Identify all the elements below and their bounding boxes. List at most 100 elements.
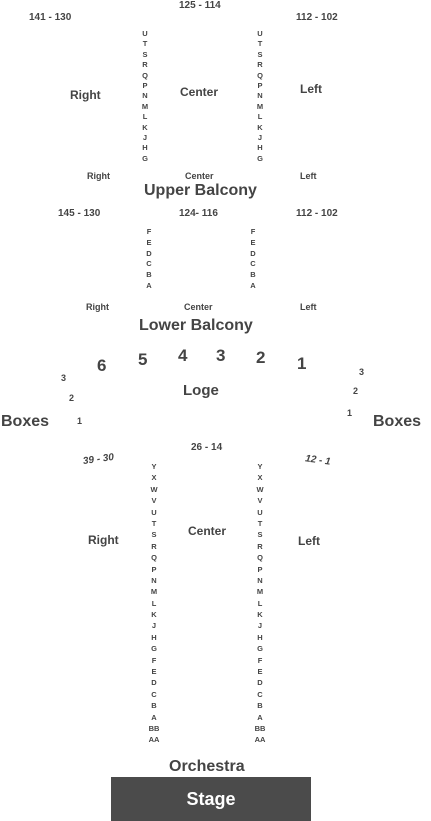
seat-row-label: BB xyxy=(148,723,160,733)
seat-row-label: U xyxy=(257,29,263,38)
box-right-3: 3 xyxy=(359,367,365,377)
seat-row-label: W xyxy=(150,484,158,494)
upper-range-right: 141 - 130 xyxy=(29,12,72,23)
loge-title: Loge xyxy=(183,382,219,399)
seat-row-label: H xyxy=(257,632,263,642)
seat-row-label: H xyxy=(257,143,263,153)
seat-row-label: U xyxy=(151,507,157,517)
seat-row-label: N xyxy=(257,91,263,101)
box-right-2: 2 xyxy=(353,386,359,396)
seat-row-label: L xyxy=(257,598,263,608)
seat-row-label: N xyxy=(257,575,263,585)
lower-range-left: 112 - 102 xyxy=(296,208,338,219)
orchestra-left-label: Left xyxy=(298,534,320,548)
seat-row-label: AA xyxy=(148,735,160,745)
seat-row-label: C xyxy=(146,259,152,269)
box-left-2: 2 xyxy=(69,393,75,403)
seat-row-label: F xyxy=(250,227,256,236)
box-left-1: 1 xyxy=(77,416,83,426)
boxes-left-label: Boxes xyxy=(1,413,50,430)
seat-row-label: P xyxy=(151,564,157,574)
seat-row-label: M xyxy=(256,587,264,597)
boxes-right-label: Boxes xyxy=(373,413,422,430)
seat-row-label: F xyxy=(257,655,263,665)
lower-range-right: 145 - 130 xyxy=(58,208,101,219)
seat-row-label: T xyxy=(257,518,263,528)
seat-row-label: A xyxy=(146,280,152,290)
seat-row-label: K xyxy=(257,122,263,132)
seat-row-label: M xyxy=(141,101,149,111)
orchestra-center-label: Center xyxy=(188,524,227,538)
upper-range-center: 125 - 114 xyxy=(179,0,221,11)
upper-foot-left: Left xyxy=(300,171,317,181)
seat-row-label: U xyxy=(142,29,148,38)
lower-balcony-title: Lower Balcony xyxy=(139,317,253,334)
seat-row-label: J xyxy=(257,132,263,142)
seat-row-label: P xyxy=(142,80,148,90)
seat-row-label: R xyxy=(257,60,263,70)
seat-row-label: R xyxy=(142,60,148,70)
seat-row-label: L xyxy=(257,112,263,122)
seat-row-label: D xyxy=(146,248,152,258)
seat-row-label: G xyxy=(151,644,157,654)
seat-row-label: T xyxy=(142,39,148,49)
loge-number-2: 2 xyxy=(256,348,266,367)
seat-row-label: C xyxy=(250,259,256,269)
seat-row-label: Q xyxy=(257,70,263,80)
seat-row-label: J xyxy=(257,621,263,631)
lower-range-center: 124- 116 xyxy=(179,208,218,219)
seat-row-label: X xyxy=(257,473,263,483)
upper-balcony-title: Upper Balcony xyxy=(144,182,257,199)
seat-row-label: E xyxy=(250,237,256,247)
seat-row-label: A xyxy=(250,280,256,290)
seat-row-label: P xyxy=(257,80,263,90)
orchestra-right-label: Right xyxy=(88,533,119,547)
seat-row-label: AA xyxy=(254,735,266,745)
upper-center-label: Center xyxy=(180,85,219,99)
seat-row-label: K xyxy=(142,122,148,132)
loge-number-1: 1 xyxy=(297,354,307,373)
seat-row-label: F xyxy=(146,227,152,236)
seat-row-label: V xyxy=(257,496,263,506)
seat-row-label: U xyxy=(257,507,263,517)
seat-row-label: G xyxy=(257,644,263,654)
lower-foot-center: Center xyxy=(184,302,213,312)
box-left-3: 3 xyxy=(61,373,67,383)
seat-row-label: D xyxy=(257,678,263,688)
seat-row-label: Y xyxy=(257,462,263,471)
upper-foot-right: Right xyxy=(87,171,110,181)
seat-row-label: F xyxy=(151,655,157,665)
seat-row-label: Q xyxy=(151,553,157,563)
seat-row-label: C xyxy=(151,689,157,699)
upper-foot-center: Center xyxy=(185,171,214,181)
seat-row-label: M xyxy=(256,101,264,111)
seat-row-label: BB xyxy=(254,723,266,733)
seat-row-label: L xyxy=(151,598,157,608)
stage: Stage xyxy=(111,777,311,821)
seat-row-label: T xyxy=(151,518,157,528)
seat-row-label: C xyxy=(257,689,263,699)
lower-foot-left: Left xyxy=(300,302,317,312)
upper-range-left: 112 - 102 xyxy=(296,12,338,23)
seat-row-label: B xyxy=(257,701,263,711)
seat-row-label: M xyxy=(150,587,158,597)
box-right-1: 1 xyxy=(347,408,353,418)
seat-row-label: B xyxy=(151,701,157,711)
upper-right-label: Right xyxy=(70,88,101,102)
loge-number-6: 6 xyxy=(97,356,107,375)
seat-row-label: Y xyxy=(151,462,157,471)
seat-row-label: D xyxy=(250,248,256,258)
seat-row-label: W xyxy=(256,484,264,494)
seat-row-label: P xyxy=(257,564,263,574)
seat-row-label: R xyxy=(151,541,157,551)
seat-row-label: H xyxy=(151,632,157,642)
seat-row-label: A xyxy=(151,712,157,722)
seat-row-label: J xyxy=(142,132,148,142)
seat-row-label: N xyxy=(142,91,148,101)
seat-row-label: H xyxy=(142,143,148,153)
seat-row-label: R xyxy=(257,541,263,551)
seat-row-label: K xyxy=(257,610,263,620)
